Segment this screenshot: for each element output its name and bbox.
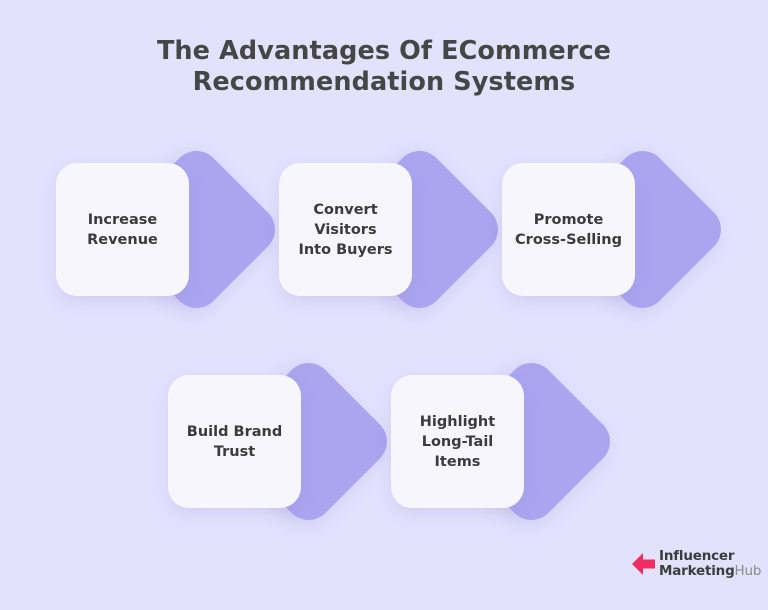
step-card-5[interactable]: Highlight Long-Tail Items: [391, 375, 524, 508]
flow-step-2: Convert Visitors Into Buyers: [279, 141, 508, 318]
step-card-label-2: Convert Visitors Into Buyers: [298, 201, 393, 258]
step-card-2[interactable]: Convert Visitors Into Buyers: [279, 163, 412, 296]
brand-logo-line-1: Influencer: [659, 548, 735, 564]
brand-logo-text: Influencer MarketingHub: [659, 548, 762, 579]
brand-logo[interactable]: Influencer MarketingHub: [632, 546, 761, 582]
page-title: The Advantages Of ECommerce Recommendati…: [0, 36, 768, 98]
step-card-label-5: Highlight Long-Tail Items: [419, 413, 496, 470]
step-card-4[interactable]: Build Brand Trust: [168, 375, 301, 508]
step-card-1[interactable]: Increase Revenue: [56, 163, 189, 296]
brand-logo-hub: Hub: [734, 562, 762, 579]
step-card-label-4: Build Brand Trust: [186, 423, 283, 460]
step-card-3[interactable]: Promote Cross-Selling: [502, 163, 635, 296]
step-card-label-1: Increase Revenue: [87, 211, 158, 248]
page-title-line-2: Recommendation Systems: [192, 67, 576, 97]
flow-step-1: Increase Revenue: [56, 141, 285, 318]
brand-logo-marketing: Marketing: [659, 562, 735, 579]
flow-step-4: Build Brand Trust: [168, 353, 397, 530]
brand-logo-line-2: MarketingHub: [659, 562, 762, 579]
page-title-line-1: The Advantages Of ECommerce: [156, 36, 612, 66]
flow-step-5: Highlight Long-Tail Items: [391, 353, 620, 530]
step-card-label-3: Promote Cross-Selling: [515, 211, 622, 248]
flow-step-3: Promote Cross-Selling: [502, 141, 731, 318]
left-pointing-arrow-icon: [632, 553, 655, 575]
